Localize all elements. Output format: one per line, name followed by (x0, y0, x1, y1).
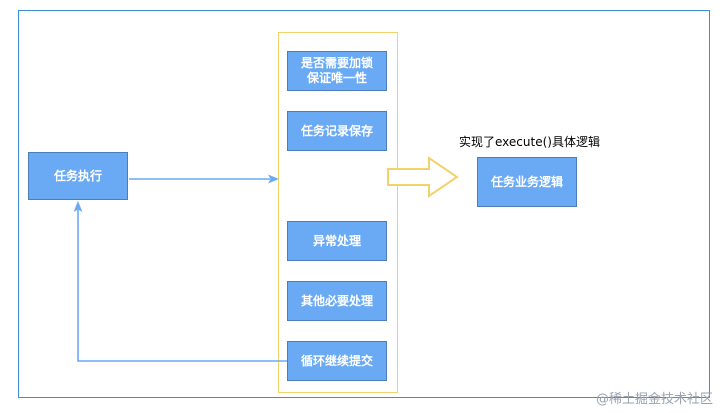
loop-submit-label: 循环继续提交 (300, 353, 373, 368)
loop-submit-box: 循环继续提交 (287, 341, 387, 381)
implement-note: 实现了execute()具体逻辑 (459, 135, 600, 149)
business-logic-label: 任务业务逻辑 (490, 174, 563, 189)
lock-check-box: 是否需要加锁 保证唯一性 (287, 51, 387, 91)
exception-box: 异常处理 (287, 221, 387, 261)
other-processing-box: 其他必要处理 (287, 281, 387, 321)
record-save-label: 任务记录保存 (300, 123, 373, 138)
task-execute-label: 任务执行 (53, 168, 102, 183)
record-save-box: 任务记录保存 (287, 111, 387, 151)
task-execute-box: 任务执行 (28, 152, 128, 200)
lock-check-label: 是否需要加锁 保证唯一性 (300, 56, 373, 85)
exception-label: 异常处理 (312, 233, 361, 248)
task-steps-container (278, 32, 398, 393)
other-processing-label: 其他必要处理 (300, 293, 373, 308)
watermark: @稀土掘金技术社区 (595, 392, 713, 407)
business-logic-box: 任务业务逻辑 (477, 157, 577, 207)
